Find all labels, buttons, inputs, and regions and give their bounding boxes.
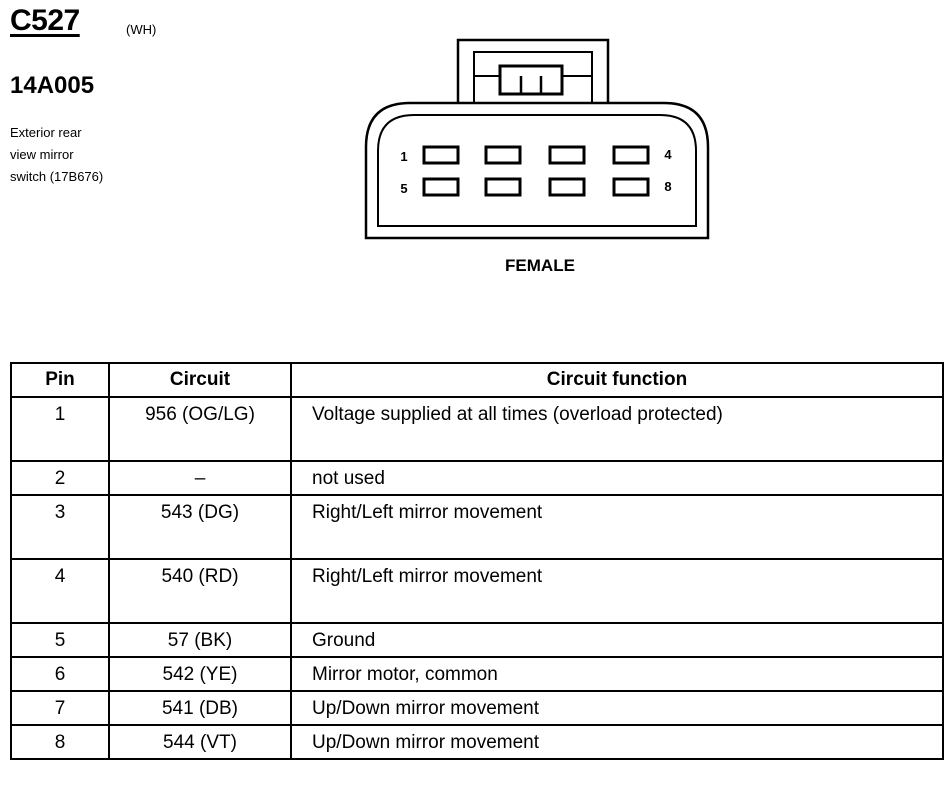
connector-gender-label: FEMALE bbox=[505, 256, 575, 275]
pin-cavity bbox=[612, 145, 650, 165]
pin-label-1: 1 bbox=[400, 149, 407, 164]
pin-cell: 4 bbox=[10, 558, 110, 624]
connector-face-diagram: 1 4 5 8 bbox=[364, 38, 710, 240]
pin-cell: 3 bbox=[10, 494, 110, 560]
pin-label-4: 4 bbox=[664, 147, 672, 162]
table-row: 1 956 (OG/LG) Voltage supplied at all ti… bbox=[10, 396, 944, 462]
pin-cell: 2 bbox=[10, 460, 110, 496]
table-row: 4 540 (RD) Right/Left mirror movement bbox=[10, 558, 944, 624]
table-header-row: Pin Circuit Circuit function bbox=[10, 362, 944, 398]
connector-latch bbox=[498, 64, 564, 96]
function-cell: Right/Left mirror movement bbox=[290, 494, 944, 560]
function-cell: Right/Left mirror movement bbox=[290, 558, 944, 624]
circuit-cell: – bbox=[108, 460, 292, 496]
column-header-circuit: Circuit bbox=[108, 362, 292, 398]
table-row: 3 543 (DG) Right/Left mirror movement bbox=[10, 494, 944, 560]
function-cell: Voltage supplied at all times (overload … bbox=[290, 396, 944, 462]
circuit-cell: 956 (OG/LG) bbox=[108, 396, 292, 462]
circuit-cell: 542 (YE) bbox=[108, 656, 292, 692]
pin-label-8: 8 bbox=[664, 179, 671, 194]
table-row: 8 544 (VT) Up/Down mirror movement bbox=[10, 724, 944, 760]
part-number: 14A005 bbox=[10, 72, 95, 99]
table-row: 5 57 (BK) Ground bbox=[10, 622, 944, 658]
description-line: switch (17B676) bbox=[10, 169, 104, 184]
pin-cell: 1 bbox=[10, 396, 110, 462]
column-header-pin: Pin bbox=[10, 362, 110, 398]
pinout-table: Pin Circuit Circuit function 1 956 (OG/L… bbox=[10, 362, 944, 760]
pin-label-5: 5 bbox=[400, 181, 407, 196]
table-row: 7 541 (DB) Up/Down mirror movement bbox=[10, 690, 944, 726]
pin-cell: 7 bbox=[10, 690, 110, 726]
pin-cavity bbox=[612, 177, 650, 197]
connector-body-outer bbox=[364, 101, 710, 240]
column-header-function: Circuit function bbox=[290, 362, 944, 398]
circuit-cell: 543 (DG) bbox=[108, 494, 292, 560]
pin-cavity bbox=[422, 145, 460, 165]
pin-cavity bbox=[484, 145, 522, 165]
table-row: 2 – not used bbox=[10, 460, 944, 496]
pin-cavity bbox=[422, 177, 460, 197]
pin-cell: 5 bbox=[10, 622, 110, 658]
connector-color-code: (WH) bbox=[126, 22, 157, 37]
pin-cavity bbox=[548, 145, 586, 165]
function-cell: Mirror motor, common bbox=[290, 656, 944, 692]
pin-cavity bbox=[548, 177, 586, 197]
pin-cell: 6 bbox=[10, 656, 110, 692]
pin-cell: 8 bbox=[10, 724, 110, 760]
connector-lock-tab bbox=[456, 38, 610, 103]
circuit-cell: 540 (RD) bbox=[108, 558, 292, 624]
pin-cavity bbox=[484, 177, 522, 197]
circuit-cell: 57 (BK) bbox=[108, 622, 292, 658]
component-description: Exterior rear view mirror switch (17B676… bbox=[10, 122, 190, 188]
table-row: 6 542 (YE) Mirror motor, common bbox=[10, 656, 944, 692]
connector-body-inner bbox=[377, 114, 697, 227]
connector-id: C527 bbox=[10, 4, 80, 37]
circuit-cell: 544 (VT) bbox=[108, 724, 292, 760]
function-cell: Up/Down mirror movement bbox=[290, 724, 944, 760]
function-cell: not used bbox=[290, 460, 944, 496]
connector-lock-tab-inner bbox=[473, 51, 593, 103]
description-line: Exterior rear bbox=[10, 125, 82, 140]
function-cell: Up/Down mirror movement bbox=[290, 690, 944, 726]
circuit-cell: 541 (DB) bbox=[108, 690, 292, 726]
function-cell: Ground bbox=[290, 622, 944, 658]
description-line: view mirror bbox=[10, 147, 74, 162]
